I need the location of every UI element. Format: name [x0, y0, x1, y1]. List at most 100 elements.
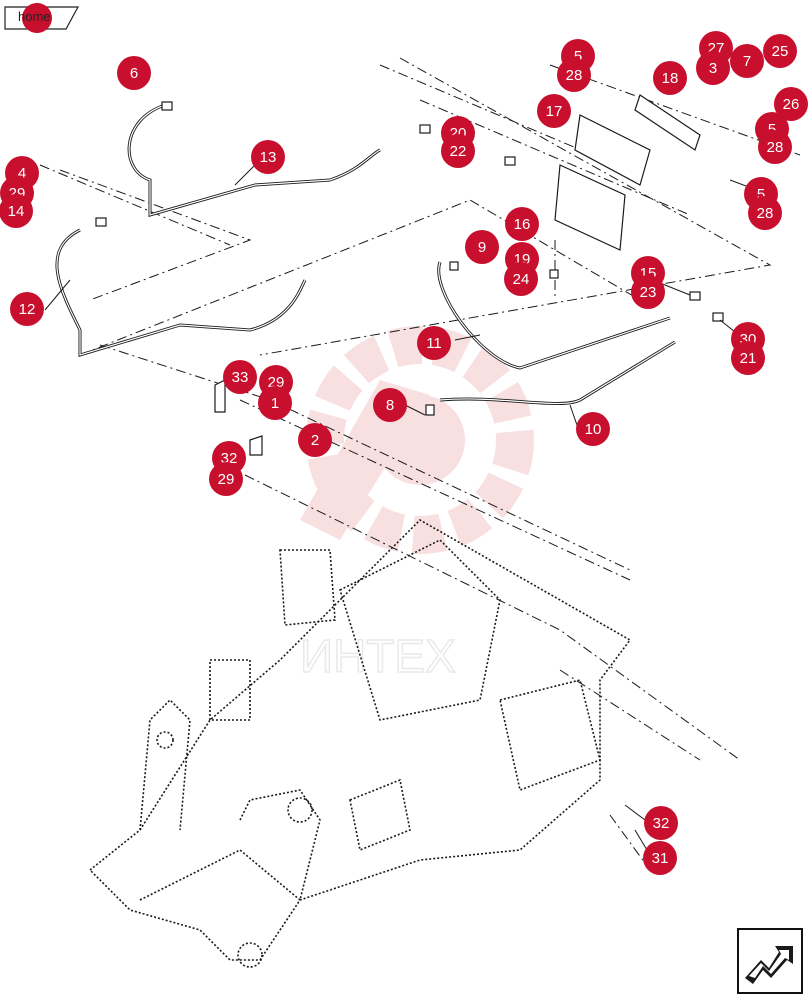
callout-label: 25 — [772, 43, 789, 60]
callout-circle — [576, 412, 610, 446]
callout-label: 29 — [218, 471, 235, 488]
callout-1[interactable]: 1 — [258, 386, 292, 420]
callout-label: 10 — [585, 421, 602, 438]
callout-10[interactable]: 10 — [576, 412, 610, 446]
callout-2[interactable]: 2 — [298, 423, 332, 457]
callout-circle — [504, 262, 538, 296]
callout-label: 21 — [740, 350, 757, 367]
callout-label: 18 — [662, 70, 679, 87]
callout-circle — [653, 61, 687, 95]
callout-circle — [373, 388, 407, 422]
callout-label: 7 — [743, 53, 751, 70]
plate-18 — [634, 94, 701, 151]
callout-label: 4 — [18, 165, 26, 182]
callout-label: 3 — [709, 60, 717, 77]
callout-label: 24 — [513, 271, 530, 288]
callout-circle — [644, 806, 678, 840]
callout-label: 28 — [767, 139, 784, 156]
callout-24[interactable]: 24 — [504, 262, 538, 296]
callout-circle — [696, 51, 730, 85]
callout-label: 16 — [514, 216, 531, 233]
callout-circle — [730, 44, 764, 78]
plate-16 — [554, 164, 626, 251]
watermark-logo: ИНТЕХ — [299, 326, 534, 683]
callout-26[interactable]: 26 — [774, 87, 808, 121]
callout-label: 22 — [450, 143, 467, 160]
callout-circle — [117, 56, 151, 90]
callout-circle — [209, 462, 243, 496]
home-dot — [22, 3, 52, 33]
callout-33[interactable]: 33 — [223, 360, 257, 394]
callout-7[interactable]: 7 — [730, 44, 764, 78]
brackets — [214, 94, 701, 456]
callout-9[interactable]: 9 — [465, 230, 499, 264]
callout-label: 8 — [386, 397, 394, 414]
callout-circle — [465, 230, 499, 264]
callout-label: 5 — [757, 186, 765, 203]
callout-31[interactable]: 31 — [643, 841, 677, 875]
callout-label: 13 — [260, 149, 277, 166]
callout-23[interactable]: 23 — [631, 275, 665, 309]
callout-circle — [417, 326, 451, 360]
home-label: home — [18, 9, 51, 24]
clip-2 — [249, 435, 263, 456]
callout-28[interactable]: 28 — [748, 196, 782, 230]
callout-18[interactable]: 18 — [653, 61, 687, 95]
callout-circle — [537, 94, 571, 128]
callout-label: 28 — [757, 205, 774, 222]
callout-label: 17 — [546, 103, 563, 120]
callout-circle — [10, 292, 44, 326]
home-button[interactable]: home — [4, 3, 80, 33]
callout-8[interactable]: 8 — [373, 388, 407, 422]
callout-28[interactable]: 28 — [557, 58, 591, 92]
callout-label: 11 — [426, 335, 442, 352]
callout-13[interactable]: 13 — [251, 140, 285, 174]
bracket-17 — [574, 114, 651, 186]
callout-label: 12 — [19, 301, 36, 318]
callout-label: 28 — [566, 67, 583, 84]
callout-25[interactable]: 25 — [763, 34, 797, 68]
callout-29[interactable]: 29 — [209, 462, 243, 496]
callout-label: 5 — [574, 48, 582, 65]
callout-17[interactable]: 17 — [537, 94, 571, 128]
callout-12[interactable]: 12 — [10, 292, 44, 326]
callout-circle — [258, 386, 292, 420]
callout-circle — [0, 194, 33, 228]
callout-16[interactable]: 16 — [505, 207, 539, 241]
callout-circle — [631, 275, 665, 309]
callout-label: 5 — [768, 121, 776, 138]
watermark-text: ИНТЕХ — [300, 630, 456, 682]
loader-frame — [88, 519, 632, 968]
next-page-button[interactable] — [737, 928, 803, 994]
callout-28[interactable]: 28 — [758, 130, 792, 164]
fittings — [95, 101, 724, 416]
callout-label: 6 — [130, 65, 138, 82]
callout-32[interactable]: 32 — [644, 806, 678, 840]
callout-14[interactable]: 14 — [0, 194, 33, 228]
callout-circle — [758, 130, 792, 164]
callout-circle — [774, 87, 808, 121]
callout-label: 26 — [783, 96, 800, 113]
callout-circle — [223, 360, 257, 394]
callout-label: 31 — [652, 850, 669, 867]
callout-label: 14 — [8, 203, 25, 220]
callout-label: 1 — [271, 395, 279, 412]
callout-circle — [731, 341, 765, 375]
callout-3[interactable]: 3 — [696, 51, 730, 85]
callout-label: 9 — [478, 239, 486, 256]
callout-22[interactable]: 22 — [441, 134, 475, 168]
callout-circle — [441, 134, 475, 168]
callout-circle — [557, 58, 591, 92]
callout-21[interactable]: 21 — [731, 341, 765, 375]
clip-1 — [214, 379, 226, 413]
callout-circle — [643, 841, 677, 875]
callout-circle — [763, 34, 797, 68]
callout-circle — [251, 140, 285, 174]
callout-6[interactable]: 6 — [117, 56, 151, 90]
callout-11[interactable]: 11 — [417, 326, 451, 360]
callout-label: 33 — [232, 369, 249, 386]
callout-label: 32 — [653, 815, 670, 832]
callout-circle — [505, 207, 539, 241]
